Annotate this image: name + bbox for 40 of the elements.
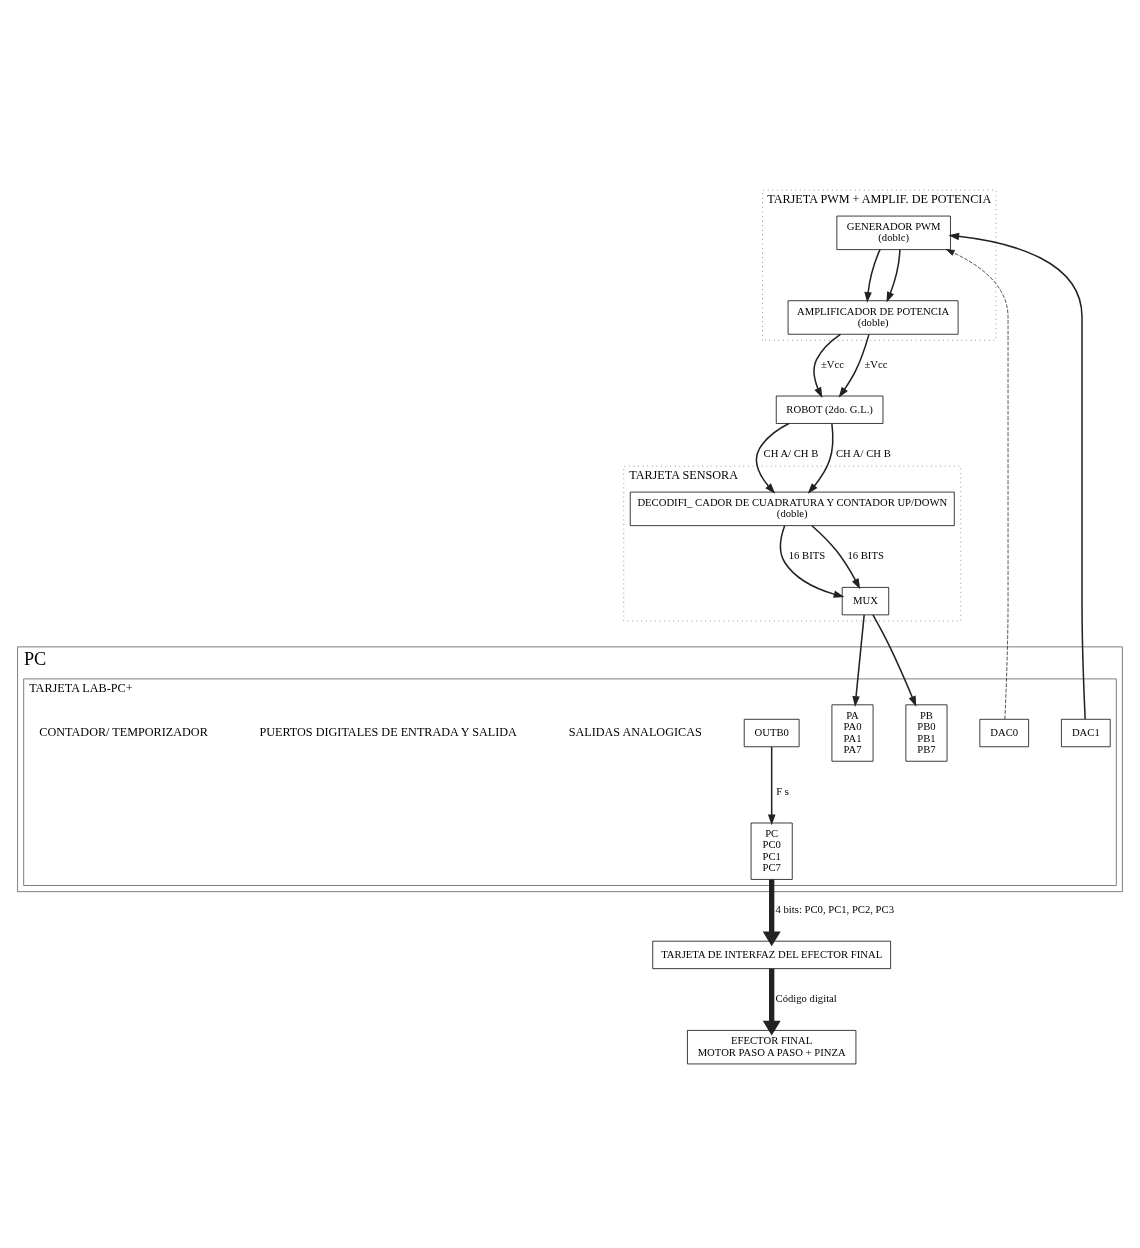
arrow bbox=[948, 232, 1086, 720]
arrow bbox=[767, 746, 776, 826]
node-box: DAC0 bbox=[979, 718, 1029, 748]
node-box: GENERADOR PWM (doblc) bbox=[836, 215, 951, 250]
arrow bbox=[872, 614, 917, 707]
edge-label: CH A/ CH B bbox=[763, 447, 819, 460]
edge-label: ±Vcc bbox=[864, 357, 888, 370]
arrow bbox=[813, 333, 842, 399]
node-box: PB PB0 PB1 PB7 bbox=[905, 704, 948, 762]
arrow bbox=[838, 333, 870, 398]
node-box: DECODIFI_ CADOR DE CUADRATURA Y CONTADOR UP/DOWN (doble) bbox=[629, 491, 955, 526]
node-box: EFECTOR FINAL MOTOR PASO A PASO + PINZA bbox=[687, 1030, 857, 1065]
node-box: AMPLIFICADOR DE POTENCIA (doble) bbox=[787, 300, 959, 335]
edge-label: F s bbox=[776, 784, 789, 797]
edge-label: 16 BITS bbox=[847, 549, 884, 562]
arrow bbox=[864, 248, 881, 303]
edge-label: Código digital bbox=[775, 992, 837, 1005]
node-box: DAC1 bbox=[1061, 718, 1111, 748]
label: SALIDAS ANALOGICAS bbox=[568, 724, 702, 739]
node-box: OUTB0 bbox=[743, 718, 800, 748]
label: CONTADOR/ TEMPORIZADOR bbox=[39, 724, 208, 739]
arrow bbox=[807, 422, 834, 494]
arrow bbox=[946, 249, 1009, 720]
arrow bbox=[886, 248, 901, 303]
label: PUERTOS DIGITALES DE ENTRADA Y SALIDA bbox=[259, 724, 517, 739]
node-box: MUX bbox=[841, 587, 890, 616]
edge-label: CH A/ CH B bbox=[835, 447, 891, 460]
arrow bbox=[762, 879, 781, 947]
edge-label: 4 bits: PC0, PC1, PC2, PC3 bbox=[775, 903, 894, 916]
edge-label: ±Vcc bbox=[820, 357, 844, 370]
arrow bbox=[755, 422, 790, 494]
arrow bbox=[779, 525, 845, 598]
arrow bbox=[762, 968, 781, 1036]
edge-label: 16 BITS bbox=[788, 549, 826, 562]
arrow bbox=[811, 525, 861, 590]
node-box: ROBOT (2do. G.L.) bbox=[775, 395, 884, 424]
arrow bbox=[852, 614, 865, 707]
node-box: PA PA0 PA1 PA7 bbox=[831, 704, 874, 762]
node-box: TARJETA DE INTERFAZ DEL EFECTOR FINAL bbox=[652, 940, 891, 969]
node-box: PC PC0 PC1 PC7 bbox=[750, 822, 793, 880]
